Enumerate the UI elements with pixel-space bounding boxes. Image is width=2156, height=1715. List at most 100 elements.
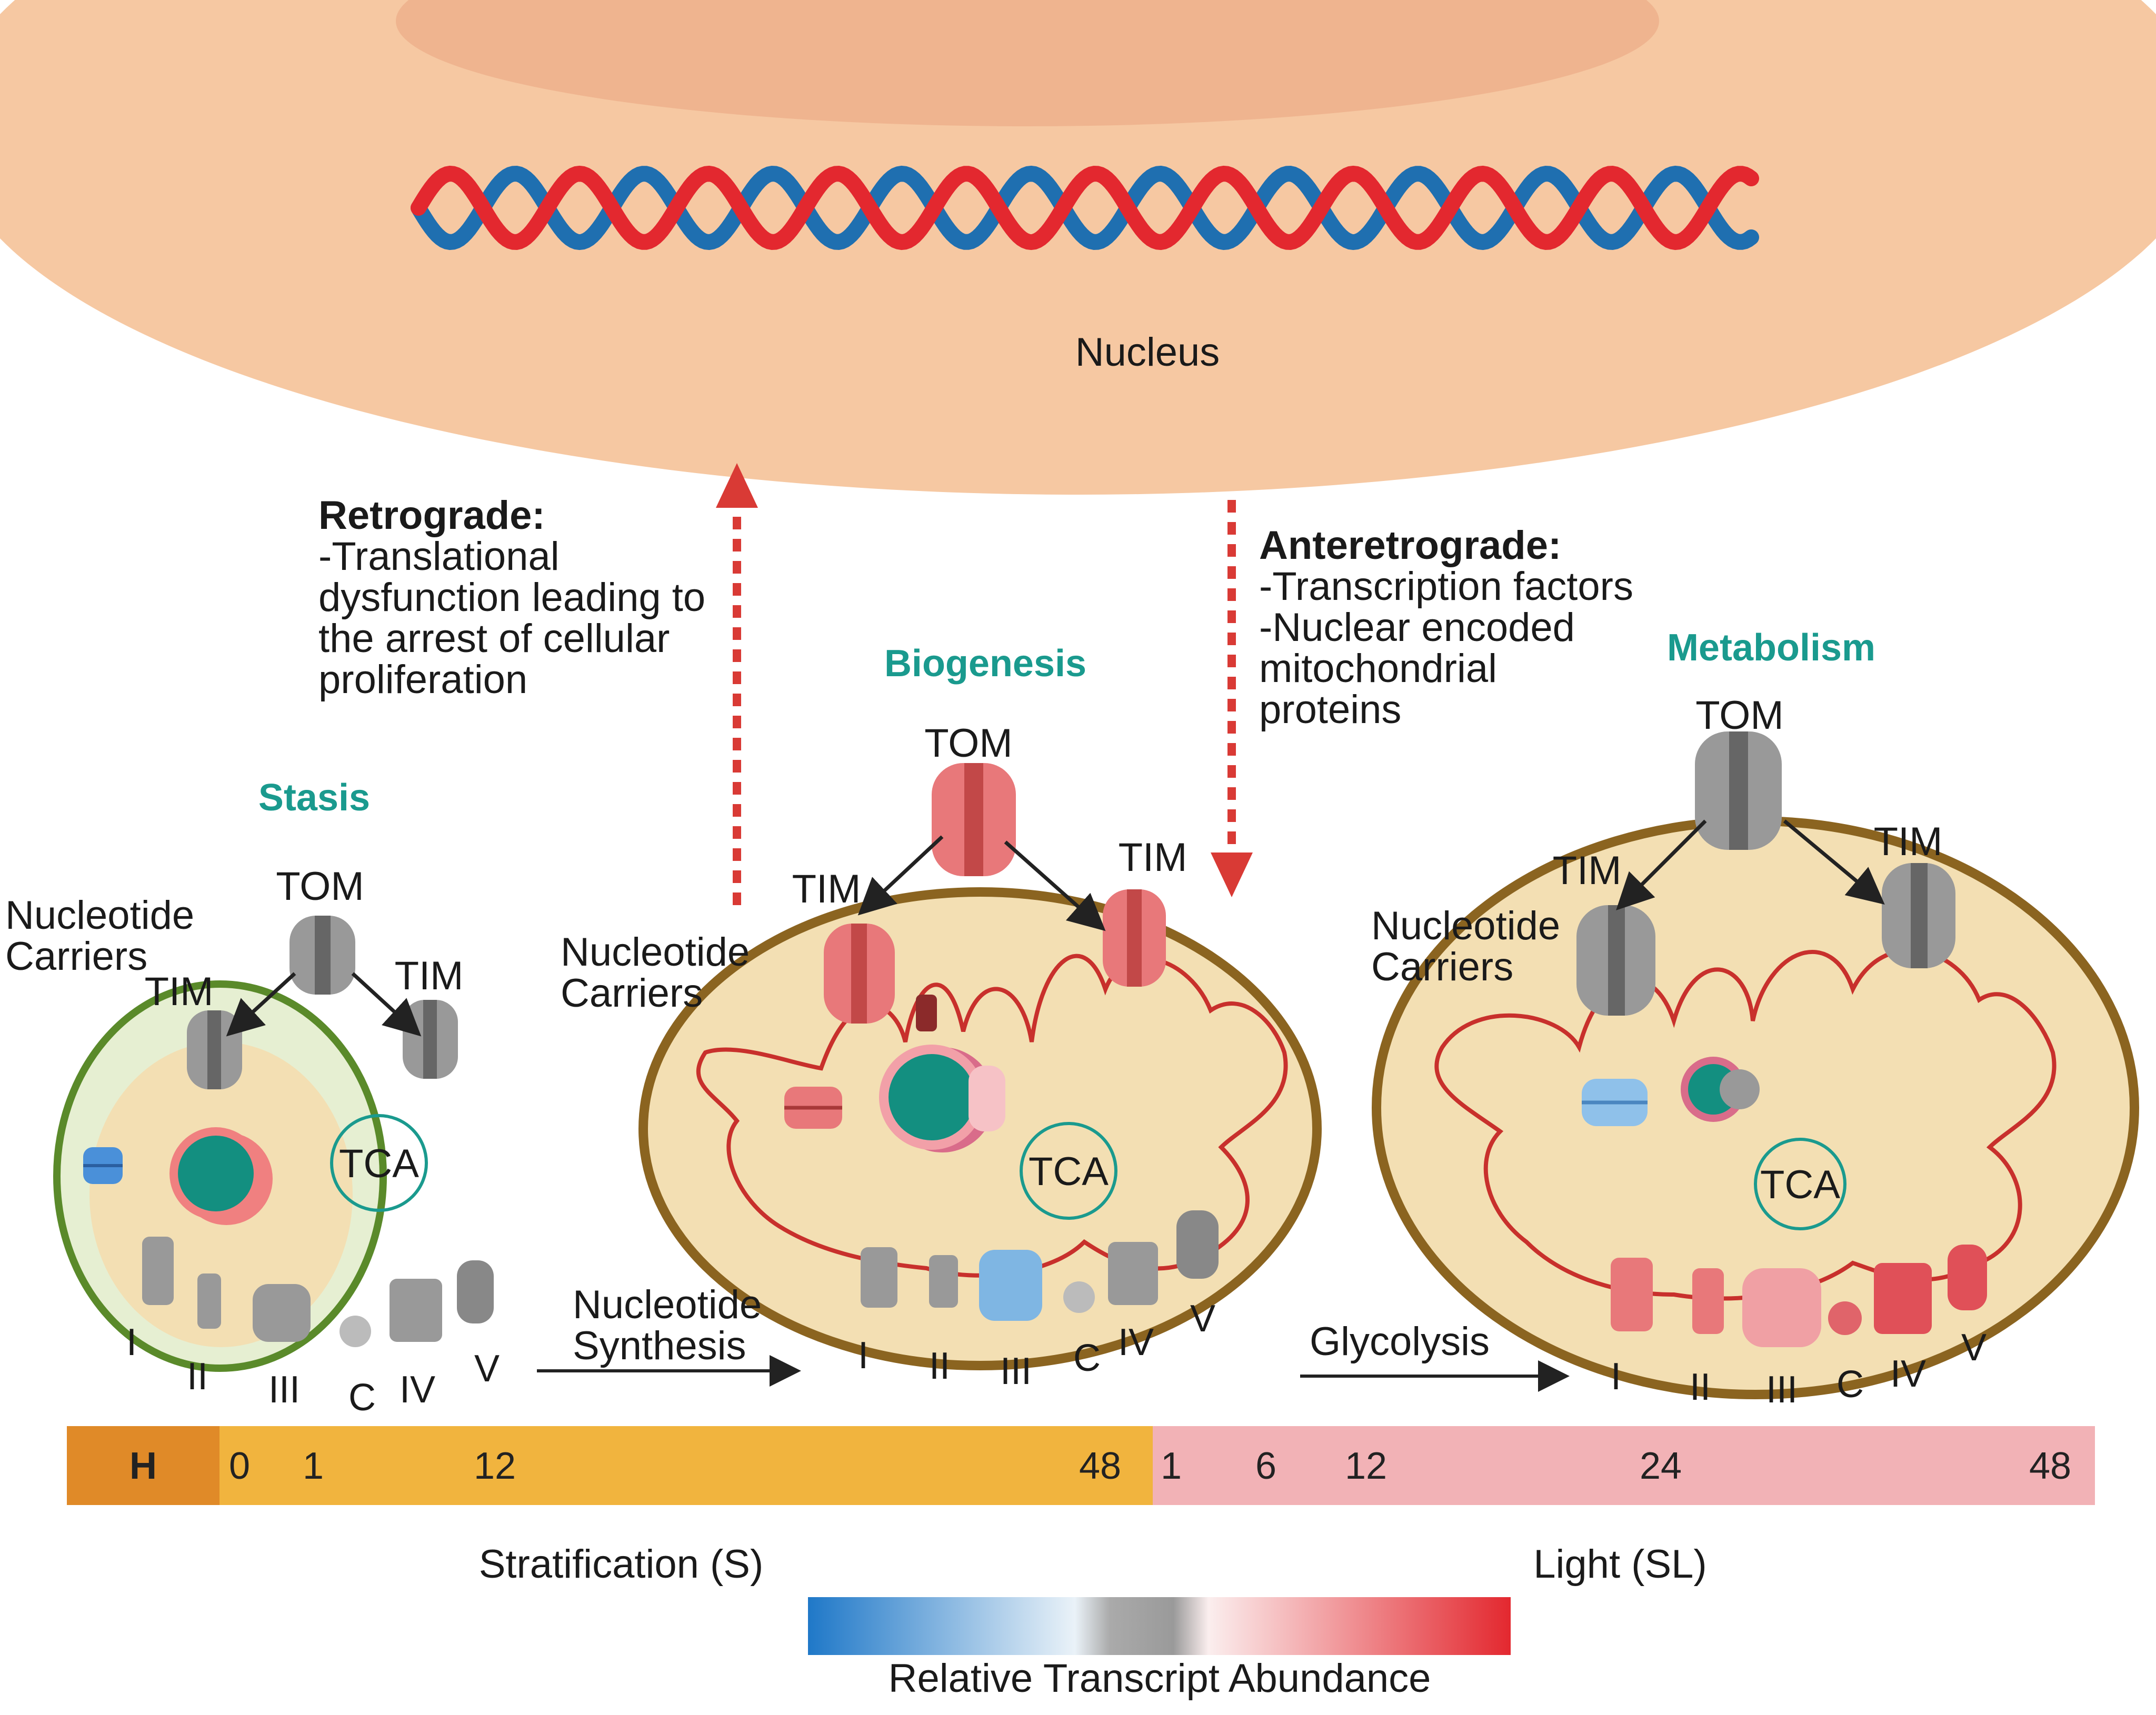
tom-label: TOM — [276, 864, 364, 909]
timeline-tick: 24 — [1640, 1445, 1682, 1487]
tim-transporter-left — [824, 924, 895, 1024]
complex-label: IV — [1890, 1353, 1926, 1395]
complex-label: V — [1190, 1298, 1215, 1340]
timeline-stratification-segment — [219, 1426, 1153, 1505]
transition-label: Glycolysis — [1310, 1319, 1490, 1364]
nucleoid — [1681, 1057, 1760, 1122]
tim-label-right: TIM — [1119, 835, 1187, 880]
tca-cycle — [1020, 1122, 1117, 1220]
complex-label: C — [348, 1377, 376, 1419]
dna-strand-red — [411, 165, 1759, 250]
nucleoid — [879, 1045, 1005, 1152]
biogenesis-mitochondrion: Biogenesis TOM TIM TIM Nucleotide Carrie… — [561, 643, 1322, 1392]
nucleolus — [396, 0, 1659, 126]
carriers-label: Nucleotide — [561, 930, 750, 975]
etc-complexes — [142, 1237, 494, 1347]
nucleotide-carrier — [83, 1147, 123, 1184]
retrograde-arrow — [716, 463, 758, 905]
anteretrograde-line: -Transcription factors — [1259, 564, 1633, 609]
tca-label: TCA — [1760, 1162, 1840, 1207]
timeline-tick: 1 — [1161, 1445, 1182, 1487]
nucleoid — [169, 1127, 273, 1225]
anteretrograde-text: Anteretrograde: -Transcription factors -… — [1259, 523, 1633, 732]
complex-label: V — [1961, 1327, 1987, 1369]
tim-transporter-right — [1103, 889, 1166, 987]
complex-label: III — [268, 1369, 300, 1411]
tim-label-right: TIM — [1874, 819, 1943, 864]
timeline-h-label: H — [129, 1445, 157, 1487]
tom-label: TOM — [924, 721, 1012, 766]
retrograde-line: proliferation — [318, 657, 527, 702]
legend-gradient-bar — [808, 1597, 1511, 1655]
timeline: H 0 1 12 48 1 6 12 24 48 Stratification … — [67, 1426, 2095, 1587]
timeline-tick: 48 — [1079, 1445, 1121, 1487]
anteretrograde-line: mitochondrial — [1259, 646, 1497, 691]
ribosome — [916, 995, 937, 1031]
complex-label: III — [1766, 1369, 1798, 1411]
complex-label: V — [474, 1348, 500, 1390]
tim-transporter-left — [187, 1010, 242, 1089]
timeline-tick: 48 — [2029, 1445, 2071, 1487]
tom-transporter — [1695, 731, 1782, 850]
transition-label: Nucleotide — [573, 1282, 762, 1327]
stage-title: Biogenesis — [884, 643, 1086, 685]
tca-label: TCA — [1029, 1149, 1109, 1194]
complex-label: C — [1073, 1337, 1101, 1379]
retrograde-line: dysfunction leading to — [318, 575, 705, 620]
timeline-tick: 12 — [474, 1445, 516, 1487]
complex-label: II — [929, 1345, 950, 1387]
nucleus: Nucleus — [0, 0, 2156, 495]
etc-complexes — [861, 1210, 1219, 1321]
nucleotide-carrier — [784, 1087, 842, 1129]
stage-title: Metabolism — [1667, 627, 1875, 669]
carriers-label: Nucleotide — [1371, 904, 1560, 948]
retrograde-line: -Translational — [318, 534, 560, 579]
tca-cycle — [1754, 1138, 1846, 1230]
metabolism-mitochondrion: Metabolism TOM TIM TIM Nucleotide Carrie… — [1371, 627, 2139, 1411]
etc-complexes — [1611, 1245, 1987, 1347]
tca-label: TCA — [339, 1141, 419, 1186]
transition-glycolysis: Glycolysis — [1300, 1319, 1570, 1392]
retrograde-line: the arrest of cellular — [318, 616, 670, 661]
timeline-h-segment — [67, 1426, 219, 1505]
nucleus-label: Nucleus — [1075, 330, 1220, 375]
tim-label-right: TIM — [395, 954, 464, 998]
dna-helix — [411, 165, 1759, 250]
anteretrograde-line: -Nuclear encoded — [1259, 605, 1575, 650]
timeline-tick: 0 — [229, 1445, 250, 1487]
tom-label: TOM — [1695, 693, 1783, 738]
tim-transporter-right — [1882, 863, 1955, 968]
tom-transporter — [290, 916, 355, 995]
carriers-label: Carriers — [561, 971, 703, 1016]
nucleus-outer — [0, 0, 2156, 495]
light-label: Light (SL) — [1533, 1542, 1707, 1587]
inner-membrane-cristae — [1434, 948, 2057, 1301]
tca-cycle — [330, 1114, 428, 1212]
complex-label: IV — [1118, 1321, 1154, 1363]
retrograde-title: Retrograde: — [318, 493, 545, 538]
tim-transporter-left — [1576, 905, 1655, 1016]
complex-label: IV — [400, 1369, 435, 1411]
timeline-tick: 12 — [1345, 1445, 1387, 1487]
complex-label: I — [858, 1335, 869, 1377]
abundance-legend: Relative Transcript Abundance — [808, 1597, 1511, 1701]
transition-label: Synthesis — [573, 1323, 746, 1368]
tim-transporter-right — [403, 1000, 458, 1079]
complex-label: II — [187, 1356, 208, 1398]
timeline-light-segment — [1153, 1426, 2095, 1505]
retrograde-text: Retrograde: -Translational dysfunction l… — [318, 493, 705, 702]
complex-label: C — [1836, 1363, 1864, 1406]
tom-transporter — [932, 763, 1016, 876]
complex-label: I — [126, 1321, 137, 1363]
anteretrograde-arrow — [1211, 500, 1253, 897]
tim-label-left: TIM — [792, 867, 861, 911]
complex-label: I — [1611, 1356, 1621, 1398]
transition-nucleotide-synthesis: Nucleotide Synthesis — [537, 1282, 801, 1387]
complex-label: III — [1000, 1350, 1032, 1392]
legend-label: Relative Transcript Abundance — [889, 1656, 1431, 1701]
anteretrograde-title: Anteretrograde: — [1259, 523, 1561, 568]
stage-title: Stasis — [258, 777, 370, 819]
stasis-mitochondrion: Stasis TOM TIM TIM Nucleotide Carriers — [5, 777, 500, 1419]
timeline-tick: 1 — [303, 1445, 324, 1487]
